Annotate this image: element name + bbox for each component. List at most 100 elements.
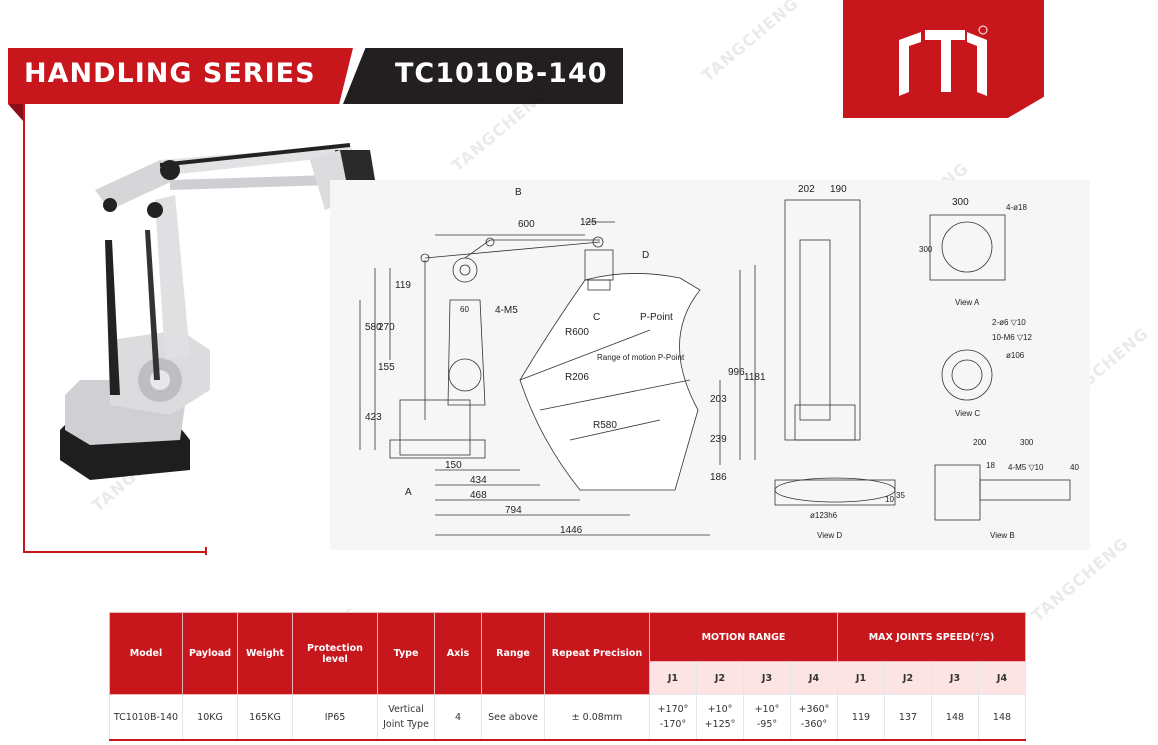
type-line-1: Vertical [388, 704, 424, 715]
hole-10-m6: 10-M6 ▽12 [992, 333, 1033, 342]
tangcheng-logo-icon [899, 25, 988, 96]
cell-range: See above [481, 694, 545, 741]
dimension-drawing-svg: B A C D 600 125 119 580 270 155 423 60 4… [359, 184, 1079, 540]
cell-speed-j3: 148 [931, 694, 979, 741]
joint-label: J2 [696, 661, 744, 695]
radius-600: R600 [565, 327, 589, 338]
joint-header-row: J1 J2 J3 J4 J1 J2 J3 J4 [110, 661, 1026, 695]
joint-label: J1 [837, 661, 885, 695]
frame-line-vertical [23, 104, 25, 552]
dim-468: 468 [470, 490, 487, 501]
cell-precision: ± 0.08mm [544, 694, 650, 741]
table-header-row: Model Payload Weight Protection level Ty… [109, 612, 1026, 695]
dim-125: 125 [580, 217, 597, 228]
dim-203: 203 [710, 394, 727, 405]
view-c-label: View C [955, 409, 980, 418]
col-axis: Axis [434, 612, 482, 695]
dim-239: 239 [710, 434, 727, 445]
col-model: Model [109, 612, 183, 695]
drawing-labels: B A C D 600 125 119 580 270 155 423 60 4… [365, 184, 1079, 540]
dim-40: 40 [1070, 463, 1079, 472]
view-marker-d: D [642, 250, 649, 261]
view-marker-b: B [515, 187, 522, 198]
view-marker-a: A [405, 487, 412, 498]
dim-580: 580 [365, 322, 382, 333]
spec-table: Model Payload Weight Protection level Ty… [109, 612, 1026, 741]
joint-label: J3 [743, 661, 791, 695]
dim-996: 996 [728, 367, 745, 378]
radius-580: R580 [593, 420, 617, 431]
series-title: HANDLING SERIES [24, 58, 316, 89]
motion-max: +360° [798, 704, 830, 715]
col-weight: Weight [237, 612, 293, 695]
dim-202: 202 [798, 184, 815, 195]
dim-600: 600 [518, 219, 535, 230]
hole-4-phi18: 4-ø18 [1006, 203, 1027, 212]
table-row: TC1010B-140 10KG 165KG IP65 Vertical Joi… [109, 694, 1026, 741]
dim-300-b: 300 [1020, 438, 1034, 447]
cell-axis: 4 [434, 694, 482, 741]
dim-190: 190 [830, 184, 847, 195]
joint-label: J3 [931, 661, 979, 695]
motion-min: -360° [800, 719, 828, 730]
dim-186: 186 [710, 472, 727, 483]
dim-434: 434 [470, 475, 487, 486]
dim-794: 794 [505, 505, 522, 516]
motion-min: -170° [659, 719, 687, 730]
cell-payload: 10KG [182, 694, 238, 741]
dim-18: 18 [986, 461, 995, 470]
thread-4-m5: 4-M5 [495, 305, 518, 316]
motion-min: +125° [704, 719, 736, 730]
col-range: Range [481, 612, 545, 695]
dia-123h6: ø123h6 [810, 511, 838, 520]
model-title: TC1010B-140 [395, 58, 608, 89]
joint-label: J2 [884, 661, 932, 695]
motion-max: +10° [754, 704, 780, 715]
col-motion-range: MOTION RANGE [649, 612, 838, 662]
col-max-speed: MAX JOINTS SPEED(°/S) [837, 612, 1026, 662]
type-line-2: Joint Type [383, 719, 429, 730]
dim-150: 150 [445, 460, 462, 471]
cell-motion-j3: +10° -95° [743, 694, 791, 741]
cell-type: Vertical Joint Type [377, 694, 435, 741]
p-point-label: P-Point [640, 312, 673, 323]
dim-10: 10 [885, 495, 894, 504]
banner-fold [8, 104, 24, 122]
cell-speed-j4: 148 [978, 694, 1026, 741]
series-banner [8, 48, 353, 104]
dim-119: 119 [395, 280, 411, 291]
joint-label: J4 [790, 661, 838, 695]
dim-300-side: 300 [919, 245, 933, 254]
col-payload: Payload [182, 612, 238, 695]
view-b-label: View B [990, 531, 1015, 540]
watermark: TANGCHENG [697, 0, 803, 86]
col-precision: Repeat Precision [544, 612, 650, 695]
cell-motion-j1: +170° -170° [649, 694, 697, 741]
model-banner [343, 48, 623, 104]
brand-logo-panel [843, 0, 1044, 118]
cell-weight: 165KG [237, 694, 293, 741]
joint-label: J1 [649, 661, 697, 695]
dimension-drawing: B A C D 600 125 119 580 270 155 423 60 4… [330, 180, 1090, 550]
thread-4-m5-b: 4-M5 ▽10 [1008, 463, 1044, 472]
cell-speed-j2: 137 [884, 694, 932, 741]
motion-max: +10° [707, 704, 733, 715]
frame-line-horizontal [23, 551, 206, 553]
cell-speed-j1: 119 [837, 694, 885, 741]
cell-motion-j2: +10° +125° [696, 694, 744, 741]
cell-model: TC1010B-140 [109, 694, 183, 741]
view-marker-c: C [593, 312, 600, 323]
col-type: Type [377, 612, 435, 695]
dim-300-top: 300 [952, 197, 969, 208]
dim-35: 35 [896, 491, 905, 500]
cell-protection: IP65 [292, 694, 378, 741]
dia-106: ø106 [1006, 351, 1025, 360]
view-a-label: View A [955, 298, 980, 307]
range-of-motion-label: Range of motion P-Point [597, 353, 685, 362]
view-d-label: View D [817, 531, 842, 540]
radius-206: R206 [565, 372, 589, 383]
dim-60: 60 [460, 305, 469, 314]
cell-motion-j4: +360° -360° [790, 694, 838, 741]
dim-155: 155 [378, 362, 395, 373]
col-protection: Protection level [292, 612, 378, 695]
